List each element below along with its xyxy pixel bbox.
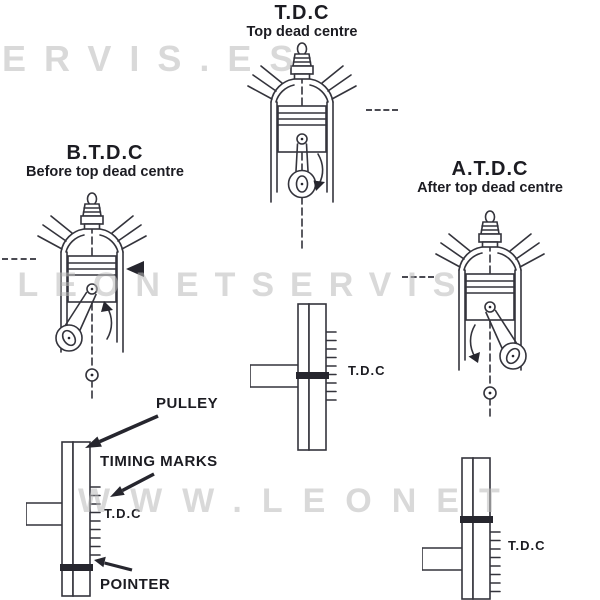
tdc-title: T.D.C (274, 2, 330, 24)
cylinder-head (247, 65, 357, 103)
connecting-rod (55, 291, 97, 352)
tdc-subtitle: Top dead centre (246, 24, 358, 40)
atdc-pulley-diagram (422, 457, 501, 600)
btdc-pulley-diagram (26, 441, 101, 597)
pointer-band (296, 372, 329, 379)
piston (67, 255, 117, 303)
tdc-pulley-diagram (250, 303, 337, 451)
crankshaft-center (85, 368, 99, 382)
pulley-arrow (85, 414, 159, 448)
rotation-arrow (313, 153, 325, 191)
atdc-subtitle: After top dead centre (417, 180, 563, 196)
connecting-rod (485, 309, 527, 370)
piston (277, 105, 327, 153)
btdc-level-line-left (2, 258, 36, 260)
connecting-rod (287, 143, 317, 199)
timing-marks-scale (489, 531, 501, 593)
spark-plug (290, 42, 314, 80)
pulley-shaft (26, 502, 63, 526)
timing-marks-scale (89, 486, 101, 556)
pulley-rim (461, 457, 491, 600)
piston (465, 273, 515, 321)
btdc-title: B.T.D.C (66, 142, 144, 164)
pointer-band (60, 564, 93, 571)
cylinder-head (435, 233, 545, 271)
cylinder-head (37, 215, 147, 253)
spark-plug (80, 192, 104, 230)
pulley-shaft (422, 547, 463, 571)
timing-marks-label: TIMING MARKS (100, 453, 218, 470)
btdc-piston-diagram (37, 192, 147, 399)
crankshaft-center (483, 386, 497, 400)
pointer-band (460, 516, 493, 523)
tdc-mark-label-center: T.D.C (348, 363, 386, 378)
pulley-shaft (250, 364, 299, 388)
tdc-mark-label-left: T.D.C (104, 506, 142, 521)
atdc-piston-diagram (435, 210, 545, 417)
timing-marks-arrow (110, 472, 155, 497)
atdc-title: A.T.D.C (451, 158, 529, 180)
timing-marks-scale (325, 331, 337, 401)
spark-plug (478, 210, 502, 248)
pointer-label: POINTER (100, 576, 171, 593)
pulley-rim (61, 441, 91, 597)
piston-position-marker (126, 261, 144, 277)
tdc-piston-diagram (247, 42, 357, 249)
btdc-subtitle: Before top dead centre (26, 164, 184, 180)
cylinder-walls (270, 101, 334, 203)
pointer-arrow (94, 556, 133, 572)
pulley-label: PULLEY (156, 395, 219, 412)
tdc-mark-label-right: T.D.C (508, 538, 546, 553)
rotation-arrow (101, 301, 113, 340)
rotation-arrow (468, 324, 480, 363)
atdc-level-line-left (402, 276, 434, 278)
tdc-level-line-right (366, 109, 398, 111)
